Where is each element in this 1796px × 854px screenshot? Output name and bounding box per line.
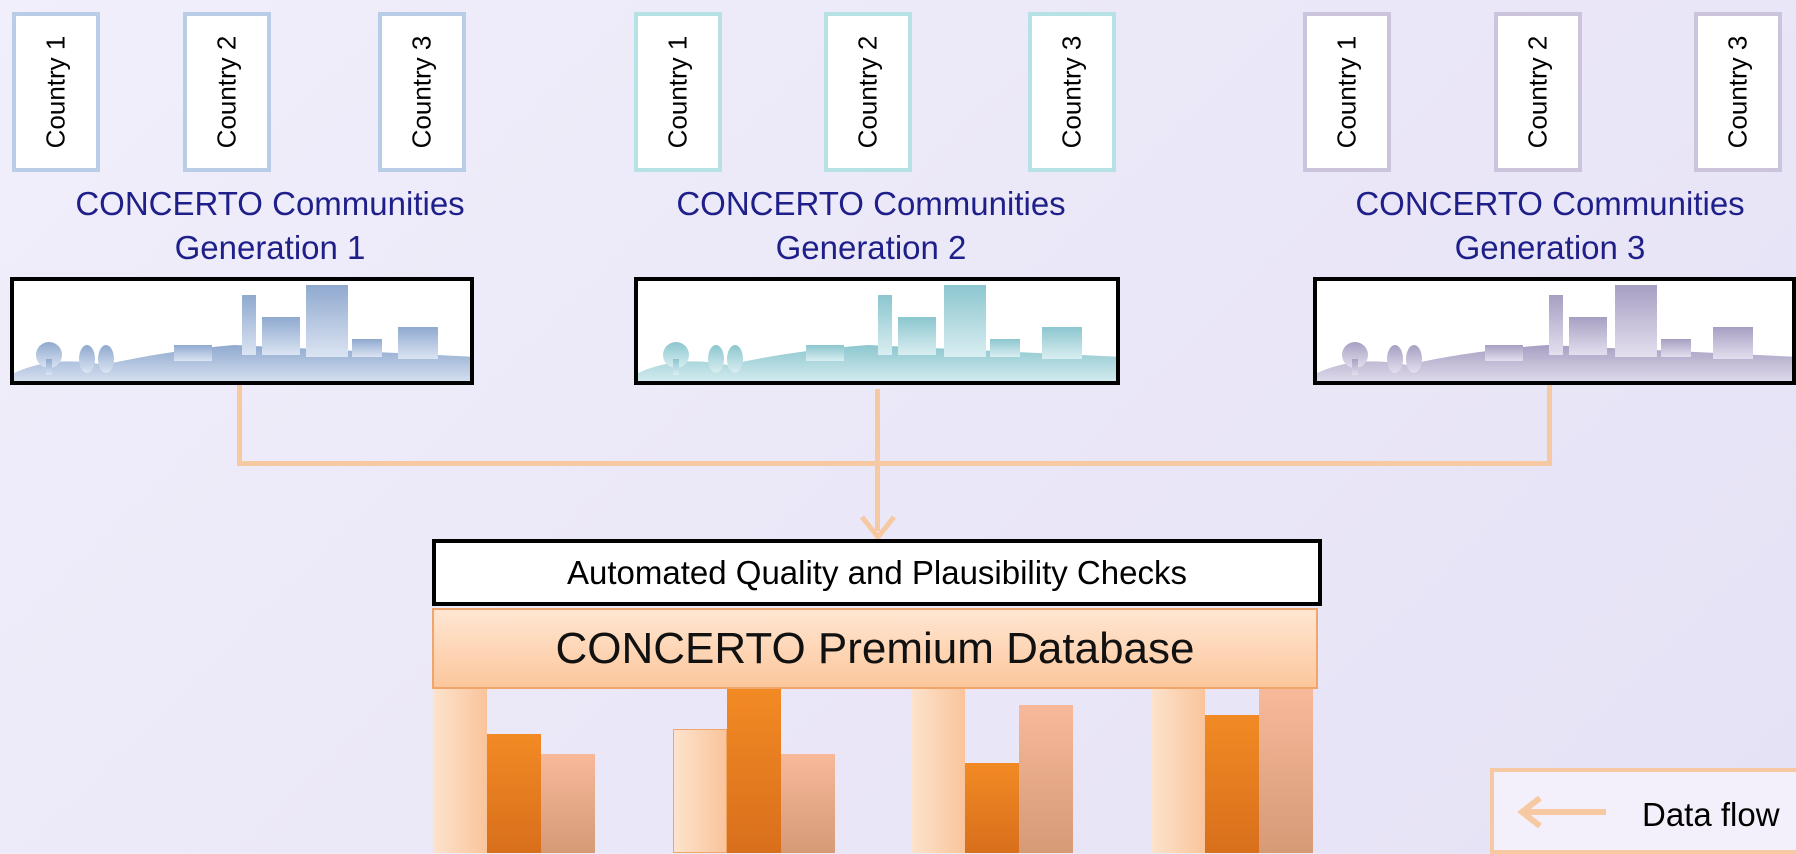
premium-database-label: CONCERTO Premium Database [555,623,1195,673]
database-bar [487,734,541,853]
database-bar [1151,689,1205,853]
database-bar [965,763,1019,853]
data-flow-arrow-icon [1517,795,1606,829]
country-label: Country 2 [211,35,242,149]
gen3-title: CONCERTO Communities Generation 3 [1355,185,1745,266]
gen3-country3-box: Country 3 [1694,12,1782,172]
gen1-country1-box: Country 1 [12,12,100,172]
database-bar [673,729,727,853]
city-skyline-icon [1317,285,1792,381]
gen2-city-illustration [634,277,1120,385]
country-label: Country 1 [40,35,71,149]
horizontal-connector-line [237,461,1552,466]
legend-box: Data flow [1490,768,1796,854]
gen3-country1-box: Country 1 [1303,12,1391,172]
gen3-country2-box: Country 2 [1494,12,1582,172]
gen3-connector-line [1547,385,1552,465]
premium-database-box: CONCERTO Premium Database [432,608,1318,689]
country-label: Country 2 [1522,35,1553,149]
down-flow-line [875,461,880,531]
gen1-country2-box: Country 2 [183,12,271,172]
city-skyline-icon [14,285,470,381]
database-bar [1019,705,1073,853]
gen2-title: CONCERTO Communities Generation 2 [676,185,1066,266]
gen3-city-illustration [1313,277,1796,385]
database-bar [433,689,487,853]
quality-checks-label: Automated Quality and Plausibility Check… [567,553,1187,591]
database-bar [911,689,965,853]
country-label: Country 1 [662,35,693,149]
gen2-country1-box: Country 1 [634,12,722,172]
country-label: Country 3 [1056,35,1087,149]
gen1-title: CONCERTO Communities Generation 1 [75,185,465,266]
quality-checks-box: Automated Quality and Plausibility Check… [432,539,1322,606]
database-bar [1205,715,1259,853]
gen1-city-illustration [10,277,474,385]
gen2-country2-box: Country 2 [824,12,912,172]
country-label: Country 1 [1331,35,1362,149]
country-label: Country 3 [406,35,437,149]
gen1-country3-box: Country 3 [378,12,466,172]
gen2-country3-box: Country 3 [1028,12,1116,172]
gen2-connector-line [875,389,880,465]
gen1-connector-line [237,385,242,465]
country-label: Country 2 [852,35,883,149]
database-bar [541,754,595,853]
city-skyline-icon [638,285,1116,381]
database-bar [727,689,781,853]
legend-label: Data flow [1642,796,1780,833]
country-label: Country 3 [1722,35,1753,149]
database-bar [1259,689,1313,853]
flow-arrowhead-icon [860,515,896,540]
database-bar [781,754,835,853]
